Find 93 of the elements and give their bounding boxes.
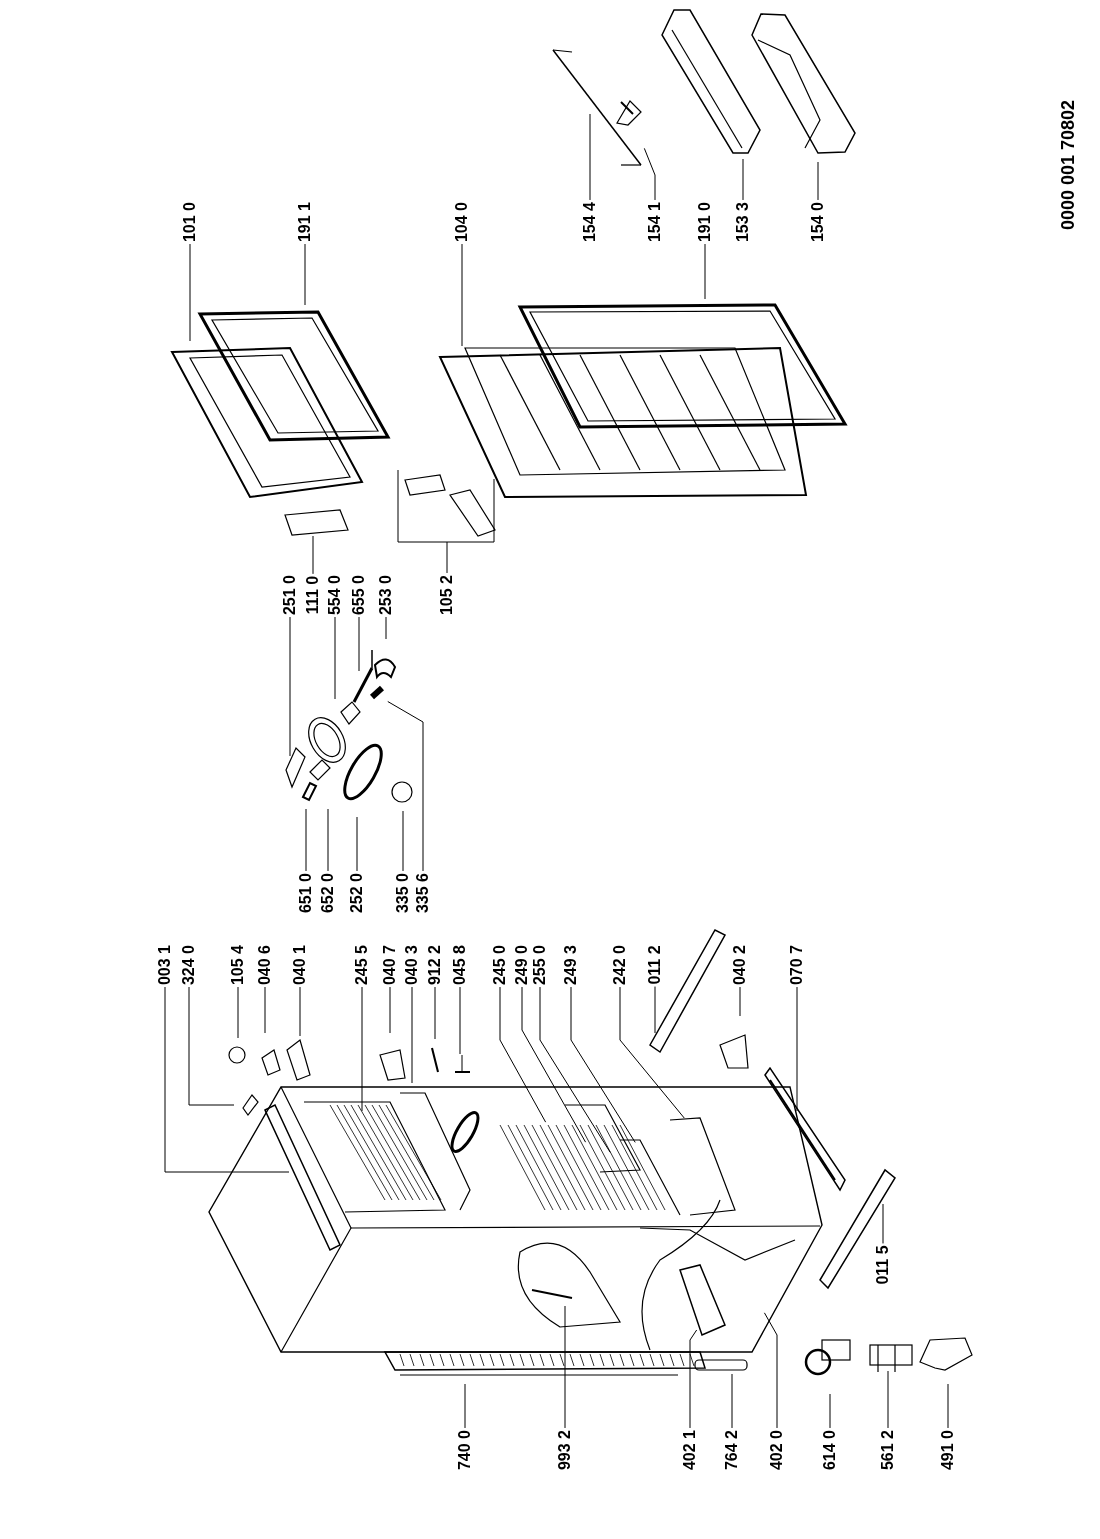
leader-line	[589, 113, 591, 201]
callout-number: 554 0	[327, 575, 343, 615]
leader-line	[434, 986, 436, 1040]
callout-number: 105 2	[439, 575, 455, 615]
callout-number: 402 1	[682, 1430, 698, 1470]
leader-line	[289, 616, 291, 757]
leader-line	[464, 1383, 466, 1429]
leader-line	[385, 616, 387, 640]
callout-number: 252 0	[349, 873, 365, 913]
leader-line	[643, 147, 656, 201]
leader-line	[459, 986, 461, 1055]
callout-number: 335 0	[395, 873, 411, 913]
leader-line	[739, 986, 741, 1017]
leader-line	[304, 243, 306, 306]
leader-line	[402, 810, 404, 872]
callout-number: 045 8	[452, 945, 468, 985]
leader-line	[570, 986, 636, 1143]
callout-number: 335 6	[415, 873, 431, 913]
callout-number: 111 0	[305, 575, 321, 615]
leader-line	[327, 808, 329, 872]
leader-line	[188, 986, 235, 1106]
callout-number: 651 0	[298, 873, 314, 913]
callout-number: 040 6	[257, 945, 273, 985]
leader-line	[312, 535, 314, 575]
leader-line	[499, 986, 547, 1123]
callout-number: 011 2	[647, 945, 663, 985]
leader-line	[689, 1329, 698, 1429]
callout-number: 040 3	[404, 945, 420, 985]
leader-line	[704, 243, 706, 300]
callout-number: 912 2	[427, 945, 443, 985]
leader-line	[654, 986, 656, 1034]
callout-number: 011 5	[875, 1245, 891, 1285]
callout-number: 040 7	[382, 945, 398, 985]
callout-number: 764 2	[724, 1430, 740, 1470]
callout-number: 040 1	[292, 945, 308, 985]
leader-line	[361, 986, 363, 1112]
leader-line	[564, 1305, 566, 1429]
leader-line	[397, 469, 495, 574]
callout-number: 249 3	[563, 945, 579, 985]
callout-number: 652 0	[320, 873, 336, 913]
callout-number: 655 0	[351, 575, 367, 615]
callout-number: 154 4	[582, 202, 598, 242]
callout-number: 614 0	[822, 1430, 838, 1470]
callout-number: 253 0	[378, 575, 394, 615]
leader-line	[264, 986, 266, 1034]
callout-number: 249 0	[514, 945, 530, 985]
leader-line	[189, 243, 191, 342]
callout-number: 255 0	[532, 945, 548, 985]
callout-number: 040 2	[732, 945, 748, 985]
leader-line	[237, 986, 239, 1039]
callout-number: 191 1	[297, 202, 313, 242]
callout-number: 740 0	[457, 1430, 473, 1470]
leader-line	[829, 1393, 831, 1429]
leader-line	[387, 701, 424, 872]
leader-line	[887, 1370, 889, 1429]
callout-number: 402 0	[769, 1430, 785, 1470]
leader-line	[299, 986, 301, 1037]
callout-number: 154 0	[810, 202, 826, 242]
callout-number: 245 5	[354, 945, 370, 985]
callout-number: 561 2	[880, 1430, 896, 1470]
callout-number: 245 0	[492, 945, 508, 985]
callout-number: 105 4	[230, 945, 246, 985]
leader-line	[817, 161, 819, 201]
callout-number: 154 1	[647, 202, 663, 242]
leader-line	[521, 986, 587, 1143]
leader-line	[389, 986, 391, 1034]
callout-number: 101 0	[182, 202, 198, 242]
leader-line	[763, 1312, 778, 1429]
leader-line	[411, 986, 413, 1084]
callout-number: 324 0	[181, 945, 197, 985]
leader-line	[305, 808, 307, 872]
leader-line	[619, 986, 685, 1119]
leader-line	[731, 1373, 733, 1429]
leader-line	[882, 1203, 884, 1244]
callout-number: 491 0	[940, 1430, 956, 1470]
leader-line	[358, 616, 360, 672]
drawing-number: 0000 001 70802	[1060, 99, 1076, 231]
leader-line	[356, 816, 358, 872]
callout-number: 104 0	[454, 202, 470, 242]
leader-line	[461, 243, 463, 347]
callout-number: 070 7	[789, 945, 805, 985]
callout-number: 242 0	[612, 945, 628, 985]
leader-line	[334, 616, 336, 700]
leader-line	[947, 1383, 949, 1429]
leader-line	[539, 986, 611, 1153]
callout-number: 191 0	[697, 202, 713, 242]
leader-line	[164, 986, 290, 1173]
callout-number: 251 0	[282, 575, 298, 615]
leader-line	[742, 158, 744, 201]
leader-line	[796, 986, 798, 1112]
callout-number: 993 2	[557, 1430, 573, 1470]
callout-number: 153 3	[735, 202, 751, 242]
callout-number: 003 1	[157, 945, 173, 985]
